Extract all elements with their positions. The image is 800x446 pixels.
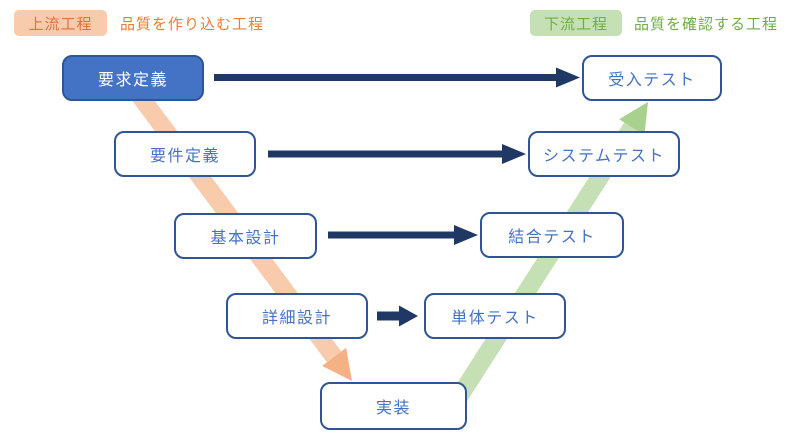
downstream-flow-arrowhead-icon [619,102,648,136]
phase-box-integration-test: 結合テスト [480,212,624,258]
upstream-flow-arrowhead-icon [322,347,352,381]
phase-box-functional-definition: 要件定義 [114,131,256,177]
connector-definition-to-system-test [268,144,526,164]
phase-box-system-test: システムテスト [528,131,680,177]
phase-box-acceptance-test: 受入テスト [582,55,722,101]
arrow-right-icon [454,225,478,245]
downstream-badge: 下流工程 [530,10,622,36]
connector-requirements-to-acceptance [214,67,580,88]
downstream-description: 品質を確認する工程 [634,15,779,33]
phase-box-detailed-design: 詳細設計 [226,293,368,339]
arrow-right-icon [502,144,526,164]
upstream-description: 品質を作り込む工程 [120,15,265,33]
arrow-right-icon [399,305,418,327]
phase-box-basic-design: 基本設計 [174,213,317,259]
connector-detailed-design-to-unit-test [377,305,418,327]
phase-box-unit-test: 単体テスト [424,293,566,339]
connector-basic-design-to-integration-test [328,225,478,245]
arrow-right-icon [556,67,580,88]
upstream-badge: 上流工程 [14,10,107,36]
phase-box-implementation: 実装 [320,382,467,430]
phase-box-requirements-definition: 要求定義 [62,55,204,101]
